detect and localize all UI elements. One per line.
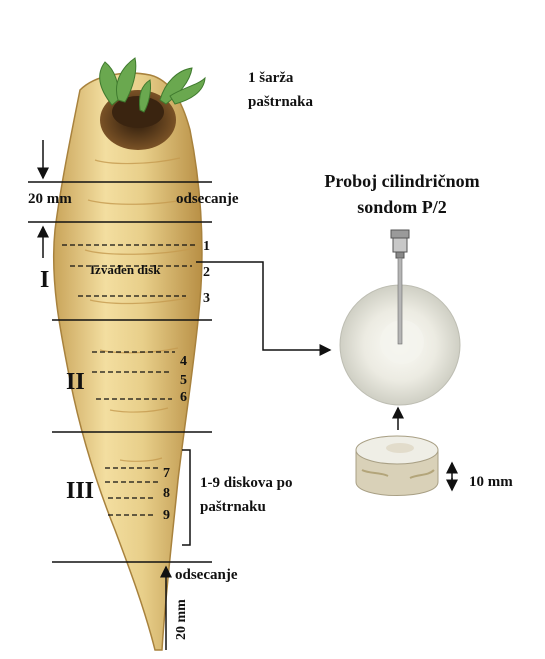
disk-side-view: [356, 436, 438, 496]
extracted-disk-label: Izvađen disk: [90, 262, 161, 277]
disk-number-4: 4: [180, 354, 187, 369]
disk-count-line2: paštrnaku: [200, 499, 266, 515]
bottom-cut-mm: 20 mm: [174, 599, 189, 640]
batch-label-line2: paštrnaka: [248, 94, 314, 110]
disk-number-2: 2: [203, 265, 210, 280]
extraction-arrow: [196, 262, 330, 350]
disk-number-1: 1: [203, 239, 210, 254]
top-cut-mm: 20 mm: [28, 191, 72, 207]
batch-label-line1: 1 šarža: [248, 70, 294, 86]
disk-number-8: 8: [163, 486, 170, 501]
disk-number-3: 3: [203, 291, 210, 306]
disk-thickness-label: 10 mm: [469, 474, 513, 490]
top-cut-label: odsecanje: [176, 191, 239, 207]
disk-count-line1: 1-9 diskova po: [200, 475, 293, 491]
zone-label-III: III: [66, 478, 94, 504]
zone-label-I: I: [40, 267, 49, 293]
disk-number-9: 9: [163, 508, 170, 523]
disk-number-6: 6: [180, 390, 187, 405]
bottom-cut-label: odsecanje: [175, 567, 238, 583]
probe-title-line1: Proboj cilindričnom: [324, 171, 479, 191]
disk-number-7: 7: [163, 466, 170, 481]
disk-range-bracket: [182, 450, 190, 545]
disk-number-5: 5: [180, 373, 187, 388]
zone-label-II: II: [66, 369, 85, 395]
probe-title-line2: sondom P/2: [357, 197, 447, 217]
